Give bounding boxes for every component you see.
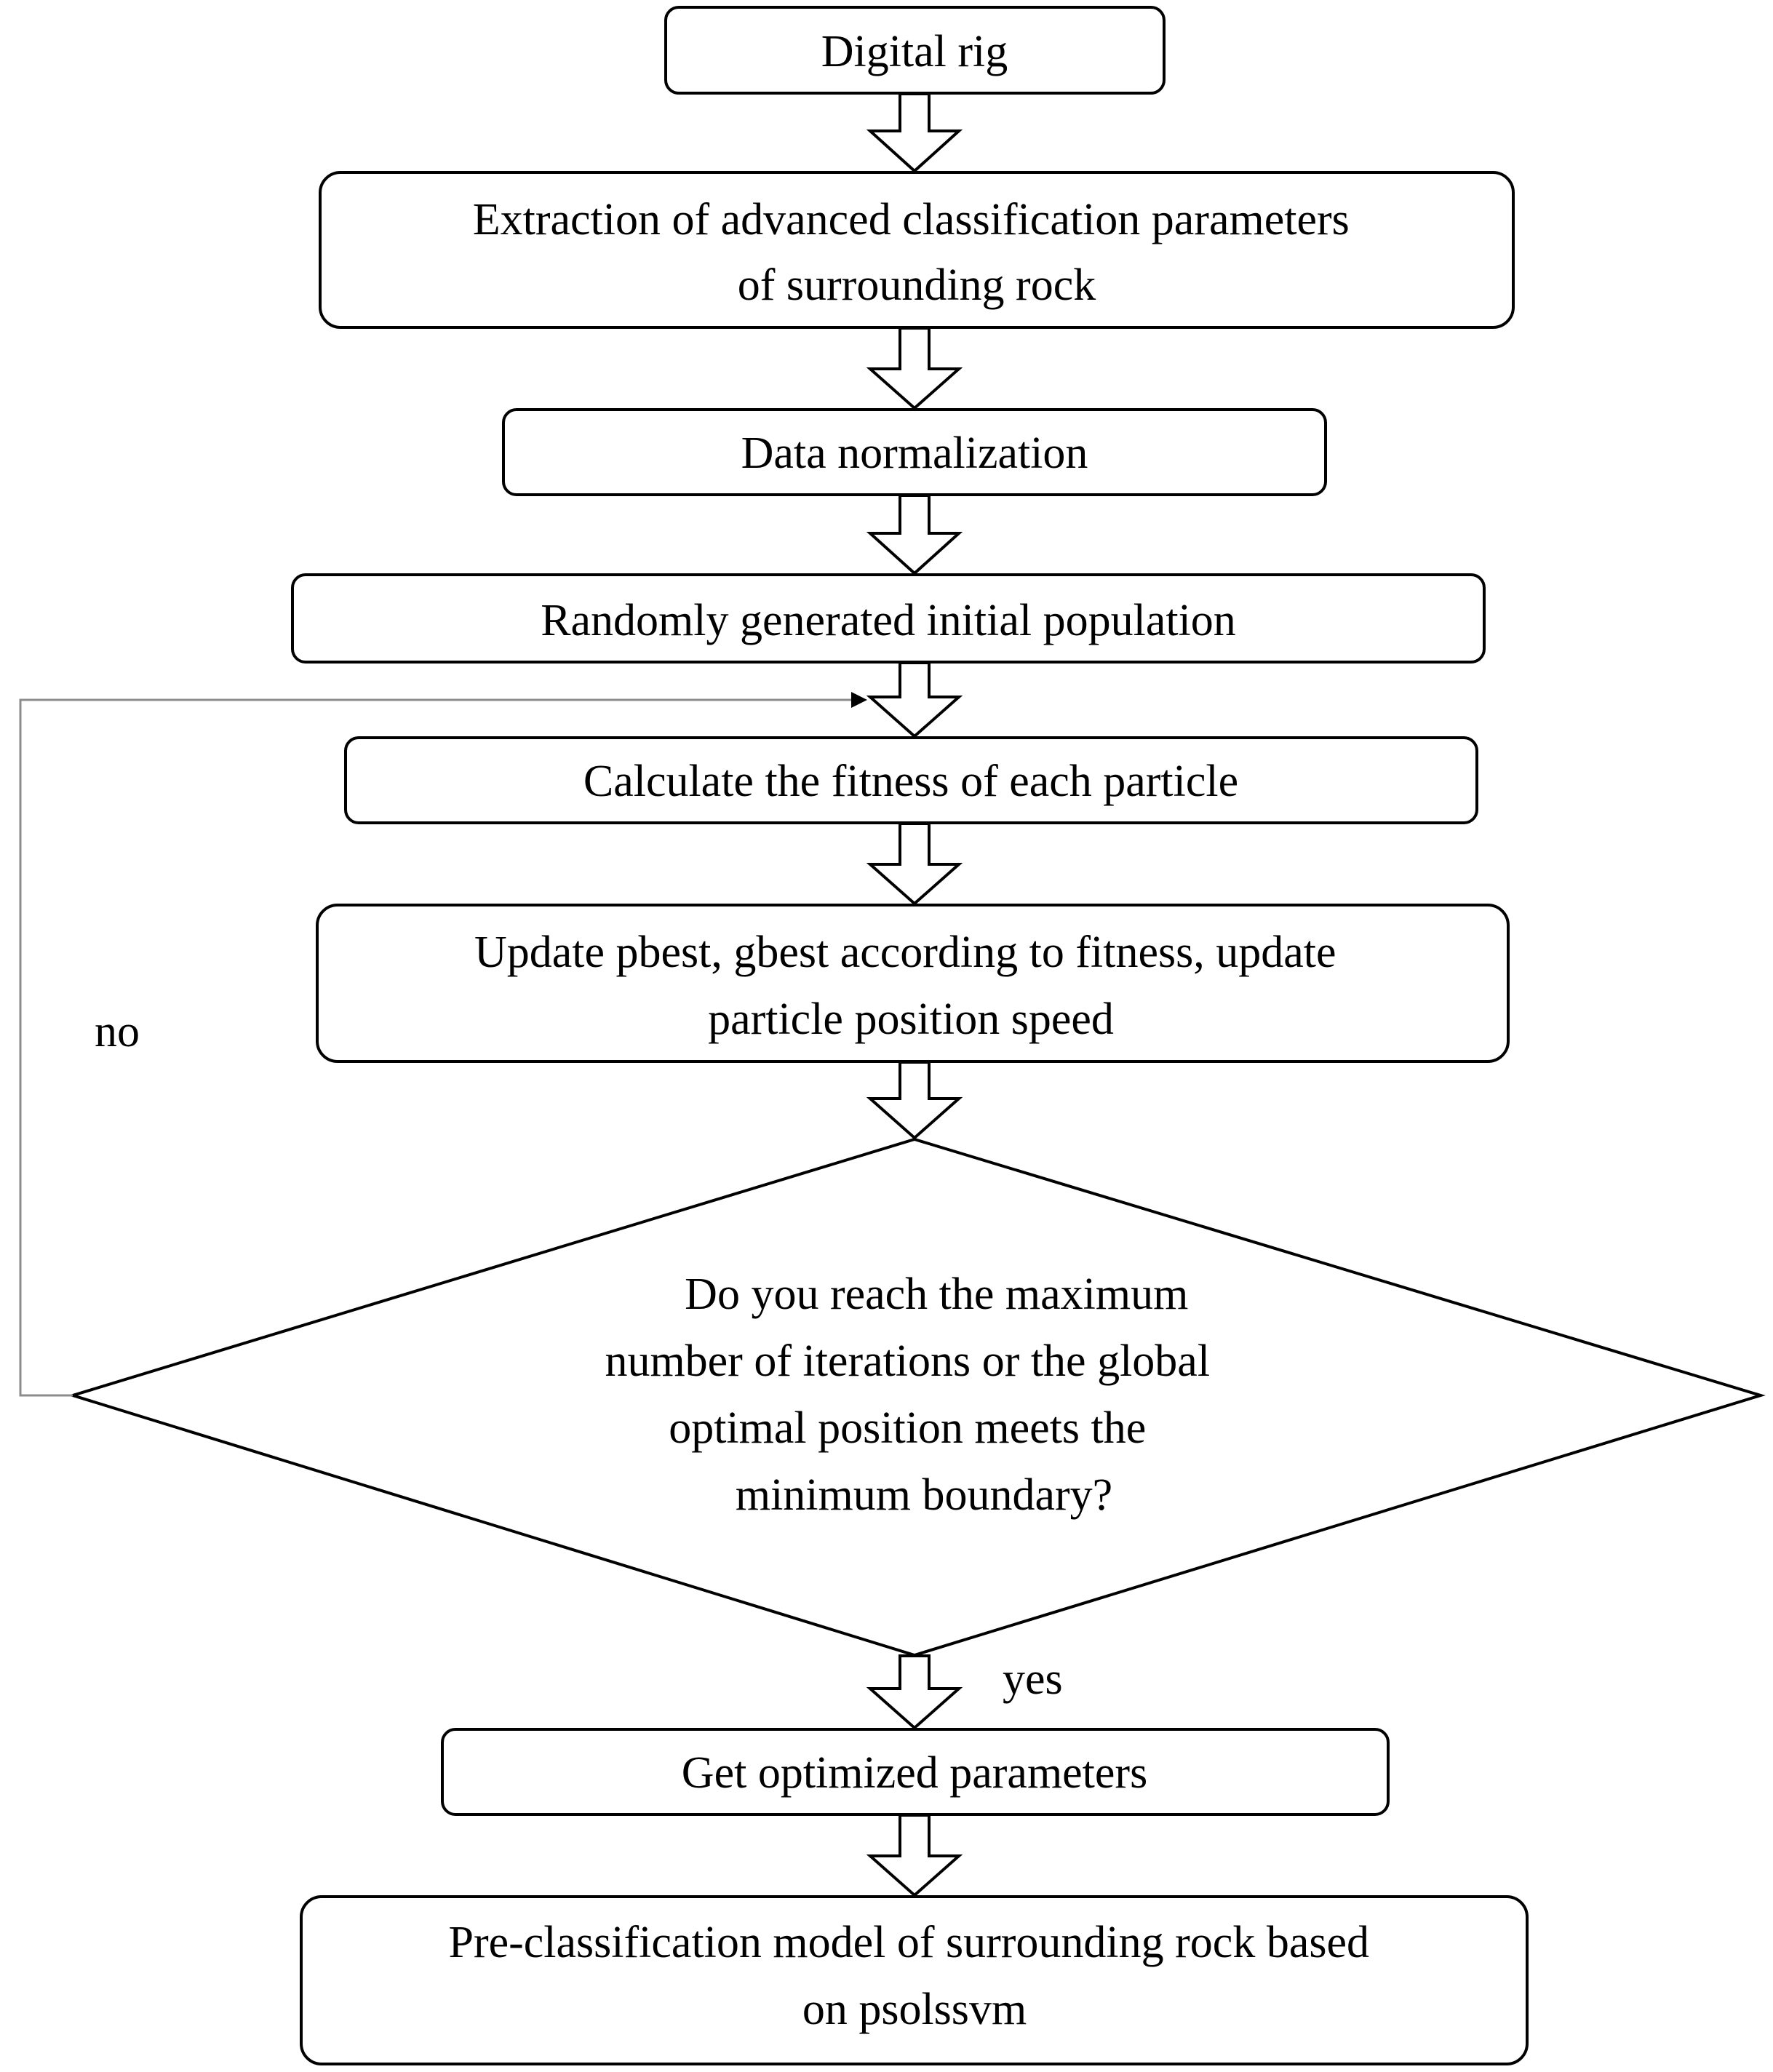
node-update-text: Update pbest, gbest according to fitness… <box>474 928 1347 1044</box>
node-model-line-2: on psolssvm <box>802 1985 1027 2034</box>
node-initial-population-text: Randomly generated initial population <box>541 596 1236 645</box>
arrow-extraction-to-normalization <box>866 327 963 410</box>
box-initial-population <box>291 573 1486 664</box>
arrow-normalization-to-population <box>866 494 963 575</box>
connector-arrows <box>866 92 963 1897</box>
node-update-line-2: particle position speed <box>708 995 1114 1044</box>
loop-back-line <box>19 698 853 1397</box>
node-fitness-text: Calculate the fitness of each particle <box>583 757 1238 806</box>
arrow-update-to-decision <box>866 1061 963 1140</box>
node-decision-line-2: number of iterations or the global <box>605 1336 1210 1386</box>
decision-diamond <box>68 1137 1766 1657</box>
node-extraction-line-2: of surrounding rock <box>738 260 1096 310</box>
node-model-line-1: Pre-classification model of surrounding … <box>449 1918 1370 1967</box>
node-extraction-text: Extraction of advanced classification pa… <box>473 195 1361 310</box>
node-decision-line-3: optimal position meets the <box>669 1403 1146 1453</box>
node-fitness-line-1: Calculate the fitness of each particle <box>583 757 1238 806</box>
branch-label-no: no <box>95 1007 140 1056</box>
arrow-optimized-to-model <box>866 1814 963 1897</box>
arrow-fitness-to-update <box>866 822 963 906</box>
node-optimized-line-1: Get optimized parameters <box>682 1748 1147 1798</box>
arrow-population-to-fitness <box>866 661 963 738</box>
loop-back-arrowhead <box>851 692 867 708</box>
node-digital-rig-text: Digital rig <box>821 27 1008 76</box>
node-model-text: Pre-classification model of surrounding … <box>449 1918 1381 2034</box>
branch-label-yes: yes <box>1003 1654 1063 1704</box>
node-extraction-line-1: Extraction of advanced classification pa… <box>473 195 1350 244</box>
node-normalization-line-1: Data normalization <box>741 429 1088 478</box>
arrow-digital-rig-to-extraction <box>866 92 963 173</box>
node-normalization-text: Data normalization <box>741 429 1088 478</box>
node-decision-line-4: minimum boundary? <box>736 1470 1112 1520</box>
node-update-line-1: Update pbest, gbest according to fitness… <box>474 928 1336 977</box>
node-decision-text: Do you reach the maximum number of itera… <box>605 1270 1221 1520</box>
node-optimized-text: Get optimized parameters <box>682 1748 1147 1798</box>
node-initial-population-line-1: Randomly generated initial population <box>541 596 1236 645</box>
arrow-decision-to-optimized <box>866 1654 963 1730</box>
node-decision-line-1: Do you reach the maximum <box>685 1270 1188 1319</box>
node-digital-rig-line-1: Digital rig <box>821 27 1008 76</box>
